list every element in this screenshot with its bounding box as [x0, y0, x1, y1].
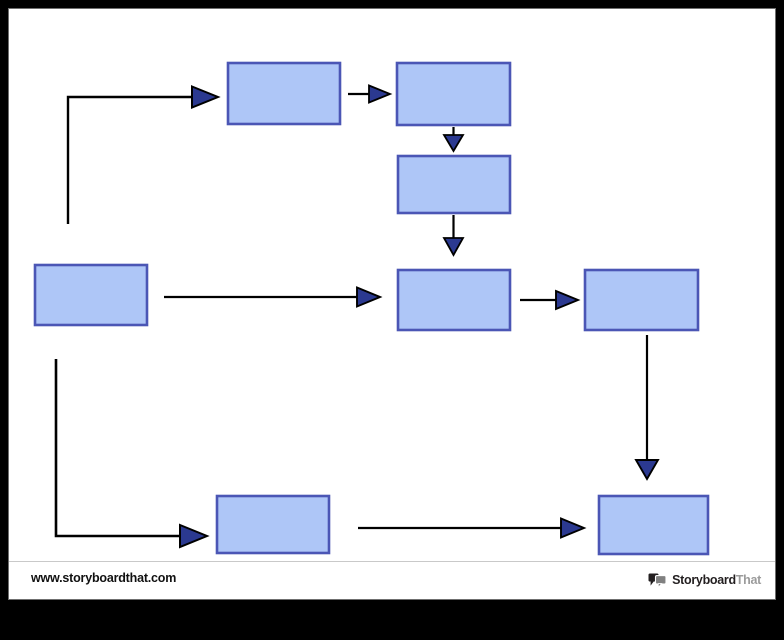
footer-bar: www.storyboardthat.com StoryboardThat	[9, 561, 775, 599]
brand-primary-text: Storyboard	[672, 573, 736, 587]
node-right[interactable]	[583, 268, 700, 332]
node-left[interactable]	[33, 263, 149, 327]
connector-left-up-to-top-1	[66, 85, 221, 224]
connector-right-to-bottom-right	[634, 335, 660, 481]
node-top-2[interactable]	[395, 61, 512, 127]
node-bottom-left[interactable]	[215, 494, 331, 555]
connector-center-to-right	[520, 289, 581, 311]
connector-top-1-to-top-2	[348, 84, 393, 104]
flowchart-diagram	[9, 9, 775, 599]
connector-left-to-center	[164, 286, 383, 308]
site-url-label: www.storyboardthat.com	[31, 571, 177, 585]
connector-top-2-to-mid-upper	[442, 127, 465, 153]
node-center[interactable]	[396, 268, 512, 332]
brand-secondary-text: That	[735, 573, 761, 587]
node-bottom-right[interactable]	[597, 494, 710, 556]
connector-left-down-to-bottom-left	[54, 359, 210, 549]
speech-bubbles-icon	[648, 573, 667, 588]
node-top-1[interactable]	[226, 61, 342, 126]
connector-mid-upper-to-center	[442, 215, 465, 257]
storyboard-cell: www.storyboardthat.com StoryboardThat	[8, 8, 776, 600]
storyboardthat-logo[interactable]: StoryboardThat	[648, 570, 761, 590]
connector-bottom-left-to-bottom-right	[358, 517, 587, 539]
node-mid-upper[interactable]	[396, 154, 512, 215]
flowchart-svg	[33, 61, 710, 556]
